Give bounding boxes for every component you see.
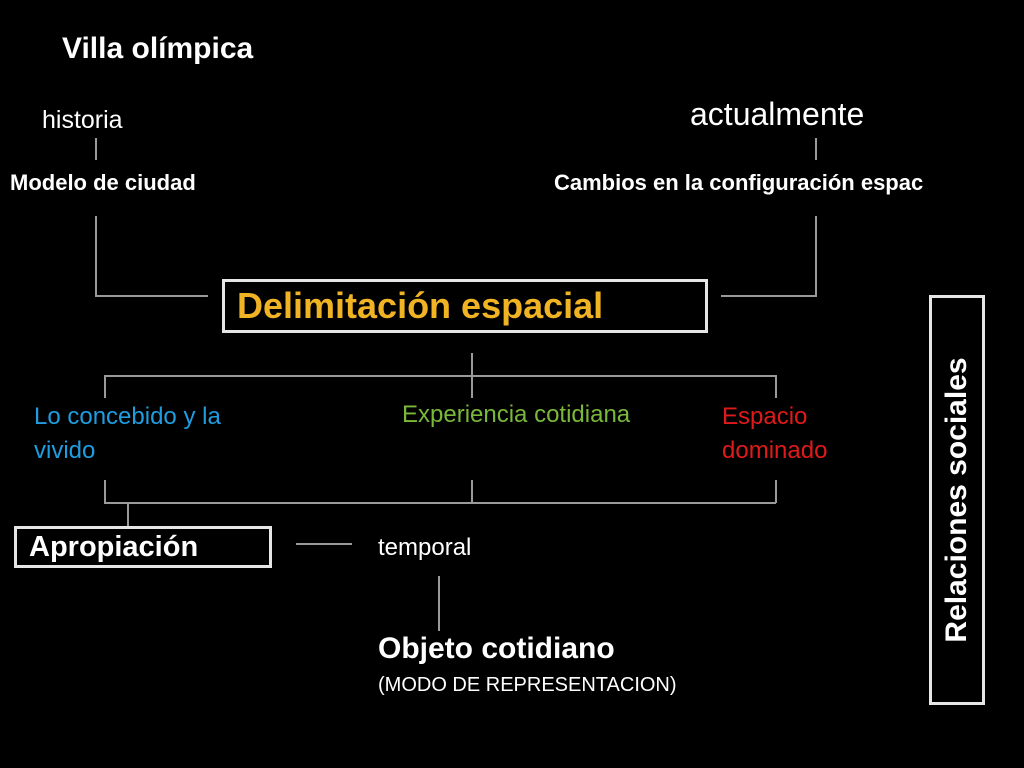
experiencia-cotidiana-node: Experiencia cotidiana — [402, 401, 631, 428]
page-title: Villa olímpica — [62, 32, 254, 65]
objeto-cotidiano-title: Objeto cotidiano — [378, 632, 615, 665]
delimitacion-espacial-box: Delimitación espacial — [222, 279, 708, 333]
apropiacion-label: Apropiación — [29, 531, 199, 563]
cambios-configuracion-node: Cambios en la configuración espac — [554, 170, 924, 195]
connector-left-vertical — [95, 216, 97, 296]
bracket-bottom-left — [104, 480, 106, 503]
espacio-dominado-node: Espacio dominado — [722, 403, 828, 464]
connector-right-vertical — [815, 216, 817, 296]
temporal-label: temporal — [378, 534, 472, 561]
connector-left-horizontal — [95, 295, 208, 297]
delimitacion-espacial-label: Delimitación espacial — [237, 285, 604, 326]
actualmente-label: actualmente — [690, 96, 865, 132]
connector-to-apropiacion — [127, 502, 129, 527]
connector-actualmente — [815, 138, 817, 160]
connector-historia — [95, 138, 97, 160]
lo-concebido-node: Lo concebido y la vivido — [34, 403, 221, 464]
historia-label: historia — [42, 106, 123, 134]
bracket-bottom-middle — [471, 480, 473, 503]
relaciones-sociales-label: Relaciones sociales — [940, 357, 973, 643]
bracket-top-right — [775, 375, 777, 398]
bracket-bottom-right — [775, 480, 777, 503]
objeto-cotidiano-subtitle: (MODO DE REPRESENTACION) — [378, 674, 677, 696]
bracket-top-left — [104, 375, 106, 398]
connector-apropiacion-temporal — [296, 543, 352, 545]
connector-temporal-objeto — [438, 576, 440, 631]
bracket-top-horizontal — [104, 375, 776, 377]
connector-right-horizontal — [721, 295, 817, 297]
apropiacion-box: Apropiación — [14, 526, 272, 568]
relaciones-sociales-box: Relaciones sociales — [929, 295, 985, 705]
modelo-de-ciudad-node: Modelo de ciudad — [10, 170, 196, 195]
bracket-bottom-horizontal — [104, 502, 776, 504]
